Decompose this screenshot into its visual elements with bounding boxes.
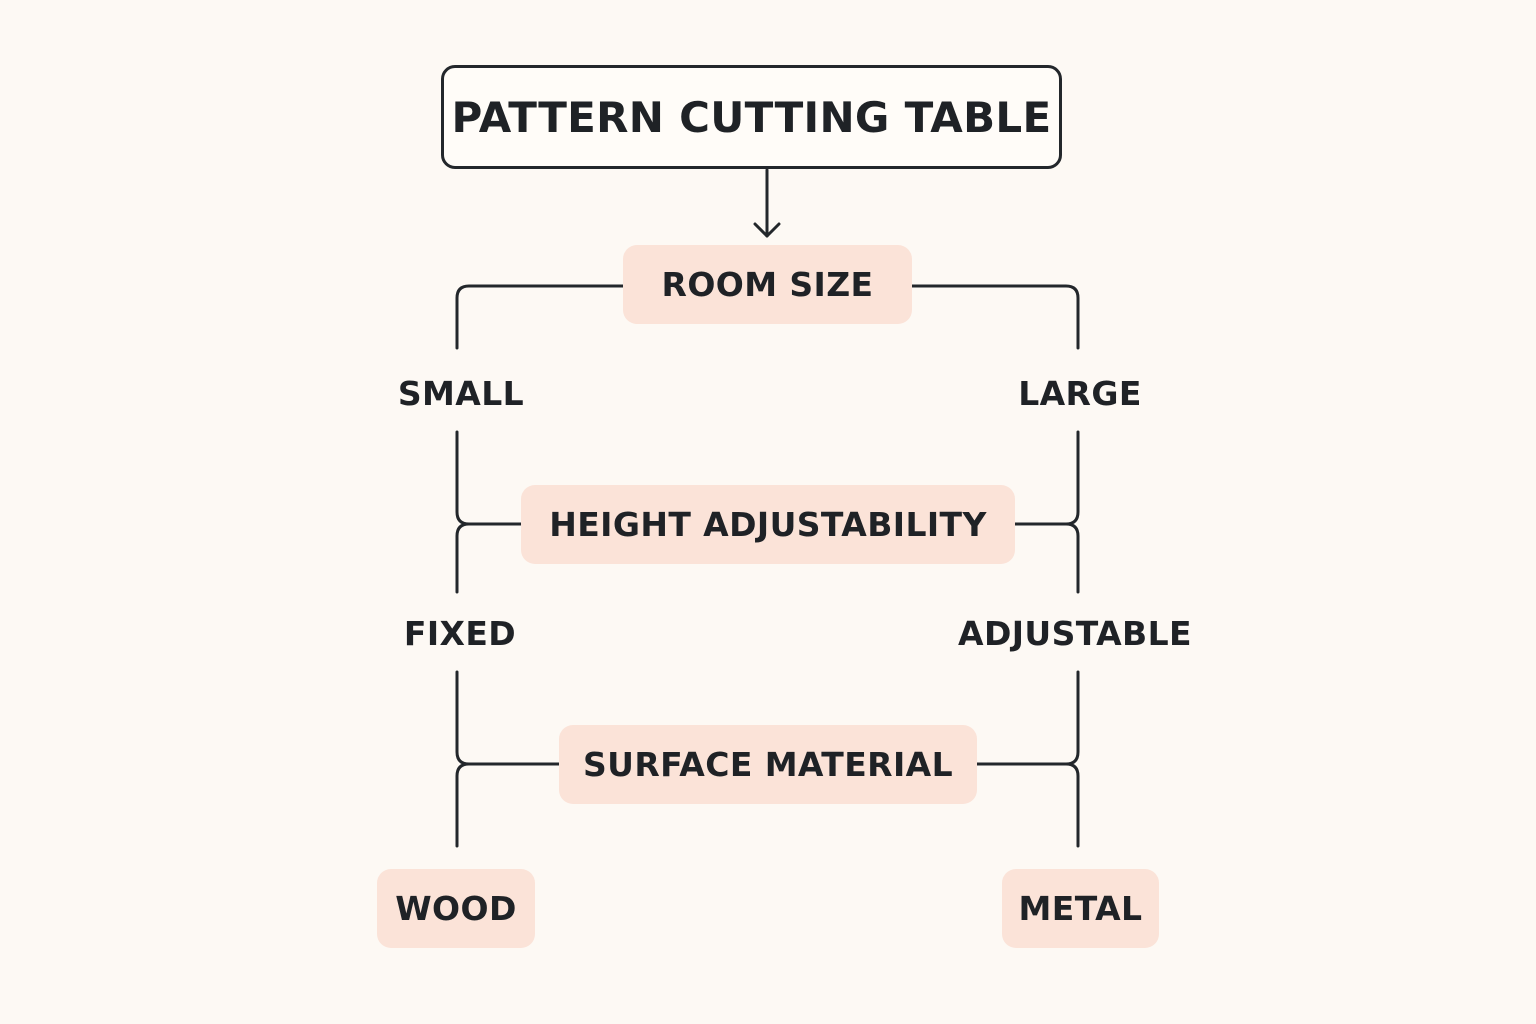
connector-room-size-left bbox=[455, 284, 625, 350]
connector-surface-left-down bbox=[455, 762, 471, 848]
option-adjustable-label: ADJUSTABLE bbox=[958, 614, 1192, 653]
connector-large-down bbox=[1064, 430, 1080, 526]
decision-height-adjustability: HEIGHT ADJUSTABILITY bbox=[521, 485, 1015, 564]
option-small-label: SMALL bbox=[397, 374, 525, 413]
decision-room-size: ROOM SIZE bbox=[623, 245, 912, 324]
option-large-label: LARGE bbox=[1018, 374, 1142, 413]
connector-room-size-right bbox=[910, 284, 1080, 350]
connector-height-left-down bbox=[455, 522, 471, 594]
connector-surface-right-down bbox=[1064, 762, 1080, 848]
outcome-metal: METAL bbox=[1002, 869, 1159, 948]
connector-height-right-down bbox=[1064, 522, 1080, 594]
connector-small-down bbox=[455, 430, 471, 526]
option-fixed-label: FIXED bbox=[403, 614, 517, 653]
connector-adjustable-down bbox=[1064, 670, 1080, 766]
connector-fixed-down bbox=[455, 670, 471, 766]
decision-surface-material: SURFACE MATERIAL bbox=[559, 725, 977, 804]
title-node: PATTERN CUTTING TABLE bbox=[441, 65, 1062, 169]
outcome-wood: WOOD bbox=[377, 869, 535, 948]
arrowhead-room-size bbox=[753, 222, 781, 238]
